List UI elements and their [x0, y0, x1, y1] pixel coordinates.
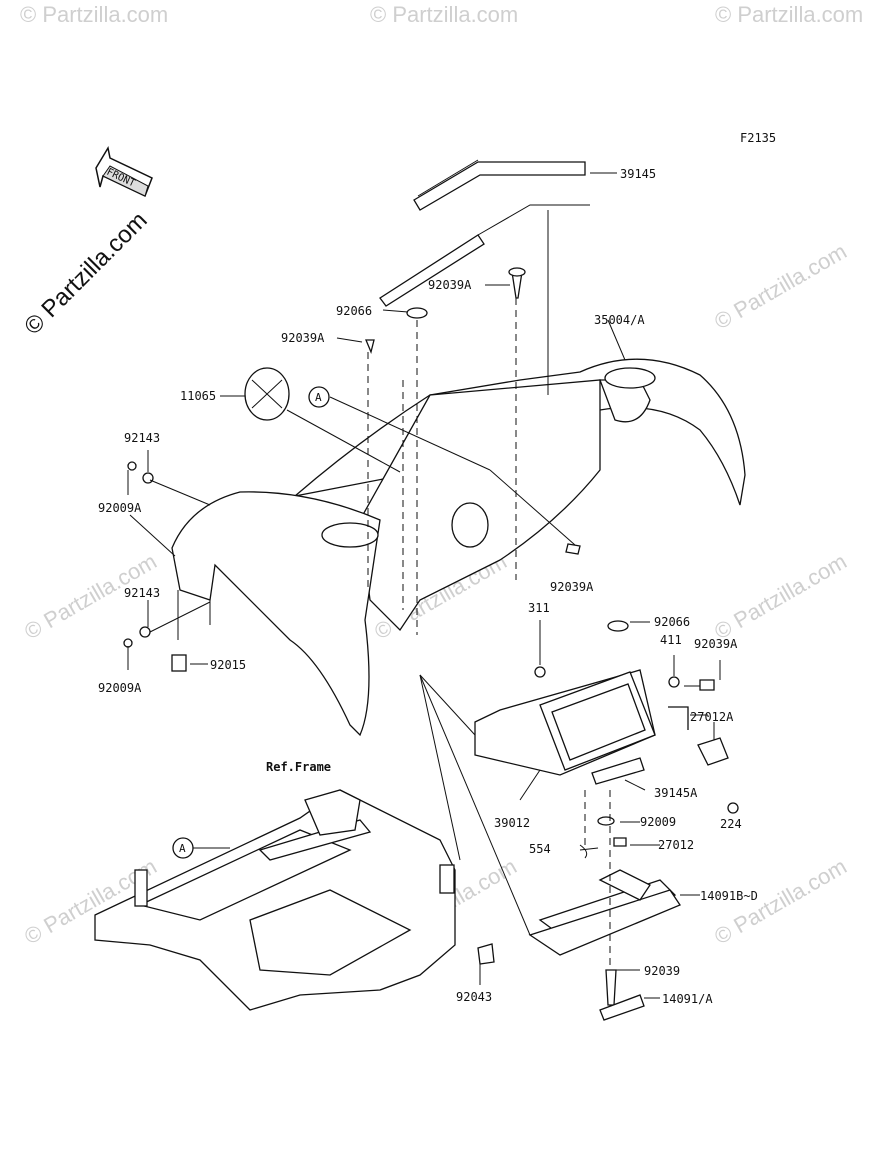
part-label-92039a: 92039A — [428, 278, 472, 292]
part-label-92009a: 92009A — [98, 501, 142, 515]
cap-11065-icon — [244, 367, 290, 421]
part-label-92039a: 92039A — [281, 331, 325, 345]
marker-a-label: A — [315, 391, 322, 404]
part-label-92066: 92066 — [654, 615, 690, 629]
marker-a-label: A — [179, 842, 186, 855]
part-label-92015: 92015 — [210, 658, 246, 672]
part-label-92143: 92143 — [124, 431, 160, 445]
hardware-icons — [123, 267, 581, 672]
part-label-39145: 39145 — [620, 167, 656, 181]
part-label-92066: 92066 — [336, 304, 372, 318]
part-label-224: 224 — [720, 817, 742, 831]
part-label-14091b-d: 14091B~D — [700, 889, 758, 903]
marker-a-top: A — [308, 386, 330, 408]
part-label-11065: 11065 — [180, 389, 216, 403]
part-label-92043: 92043 — [456, 990, 492, 1004]
watermark: © Partzilla.com — [370, 2, 518, 27]
part-label-14091a: 14091/A — [662, 992, 713, 1006]
watermark: © Partzilla.com — [715, 2, 863, 27]
part-label-27012a: 27012A — [690, 710, 734, 724]
dashed-lines — [367, 298, 611, 970]
watermark-main: © Partzilla.com — [19, 207, 152, 340]
ref-frame-label: Ref.Frame — [266, 760, 331, 774]
part-label-311: 311 — [528, 601, 550, 615]
part-label-411: 411 — [660, 633, 682, 647]
bar-39145 — [379, 159, 590, 307]
ref-frame — [94, 789, 456, 1011]
part-label-39012: 39012 — [494, 816, 530, 830]
part-label-92009a: 92009A — [98, 681, 142, 695]
watermark: © Partzilla.com — [710, 239, 851, 335]
diagram-code: F2135 — [740, 131, 776, 145]
part-label-39145a: 39145A — [654, 786, 698, 800]
front-arrow-icon: FRONT — [95, 145, 153, 198]
storage-box — [474, 620, 739, 814]
watermark: © Partzilla.com — [710, 549, 851, 645]
tray — [477, 816, 681, 1021]
leader-lines — [127, 172, 721, 999]
part-label-92039a: 92039A — [550, 580, 594, 594]
part-label-35004a: 35004/A — [594, 313, 645, 327]
part-label-27012: 27012 — [658, 838, 694, 852]
marker-a-bottom: A — [172, 837, 194, 859]
part-label-554: 554 — [529, 842, 551, 856]
part-label-92039a: 92039A — [694, 637, 738, 651]
watermark: © Partzilla.com — [20, 2, 168, 27]
rear-fender — [171, 358, 746, 737]
part-label-92143: 92143 — [124, 586, 160, 600]
part-labels: 39145 92039A 92066 35004/A 92039A 11065 … — [98, 167, 758, 1006]
part-label-92039: 92039 — [644, 964, 680, 978]
part-label-92009: 92009 — [640, 815, 676, 829]
